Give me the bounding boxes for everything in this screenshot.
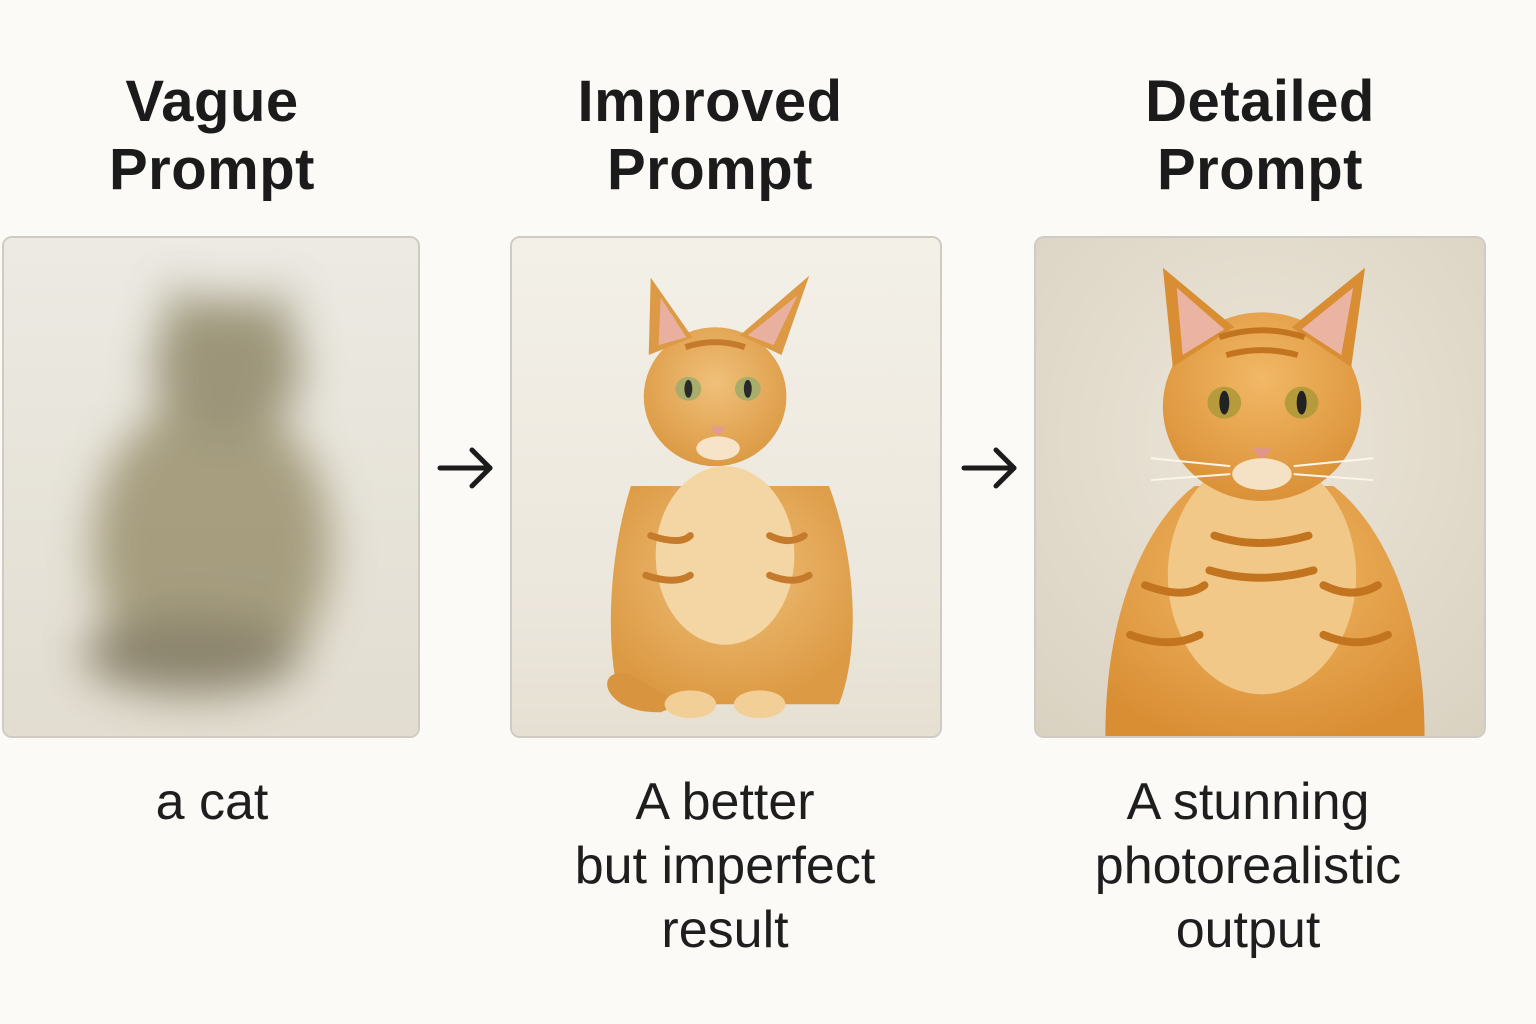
arrow-right-icon xyxy=(961,447,1017,489)
blurry-cat-image xyxy=(2,236,420,738)
caption-vague: a cat xyxy=(155,773,269,831)
column-title-improved: Improved Prompt xyxy=(577,69,843,202)
caption-improved: A better but imperfect result xyxy=(574,773,876,959)
arrow-right-icon xyxy=(437,447,493,489)
caption-detailed: A stunning photorealistic output xyxy=(1094,773,1402,959)
photorealistic-orange-tabby-cat-image xyxy=(1034,236,1486,738)
column-title-vague: Vague Prompt xyxy=(109,69,315,202)
column-title-detailed: Detailed Prompt xyxy=(1145,69,1375,202)
orange-tabby-cat-image xyxy=(510,236,942,738)
